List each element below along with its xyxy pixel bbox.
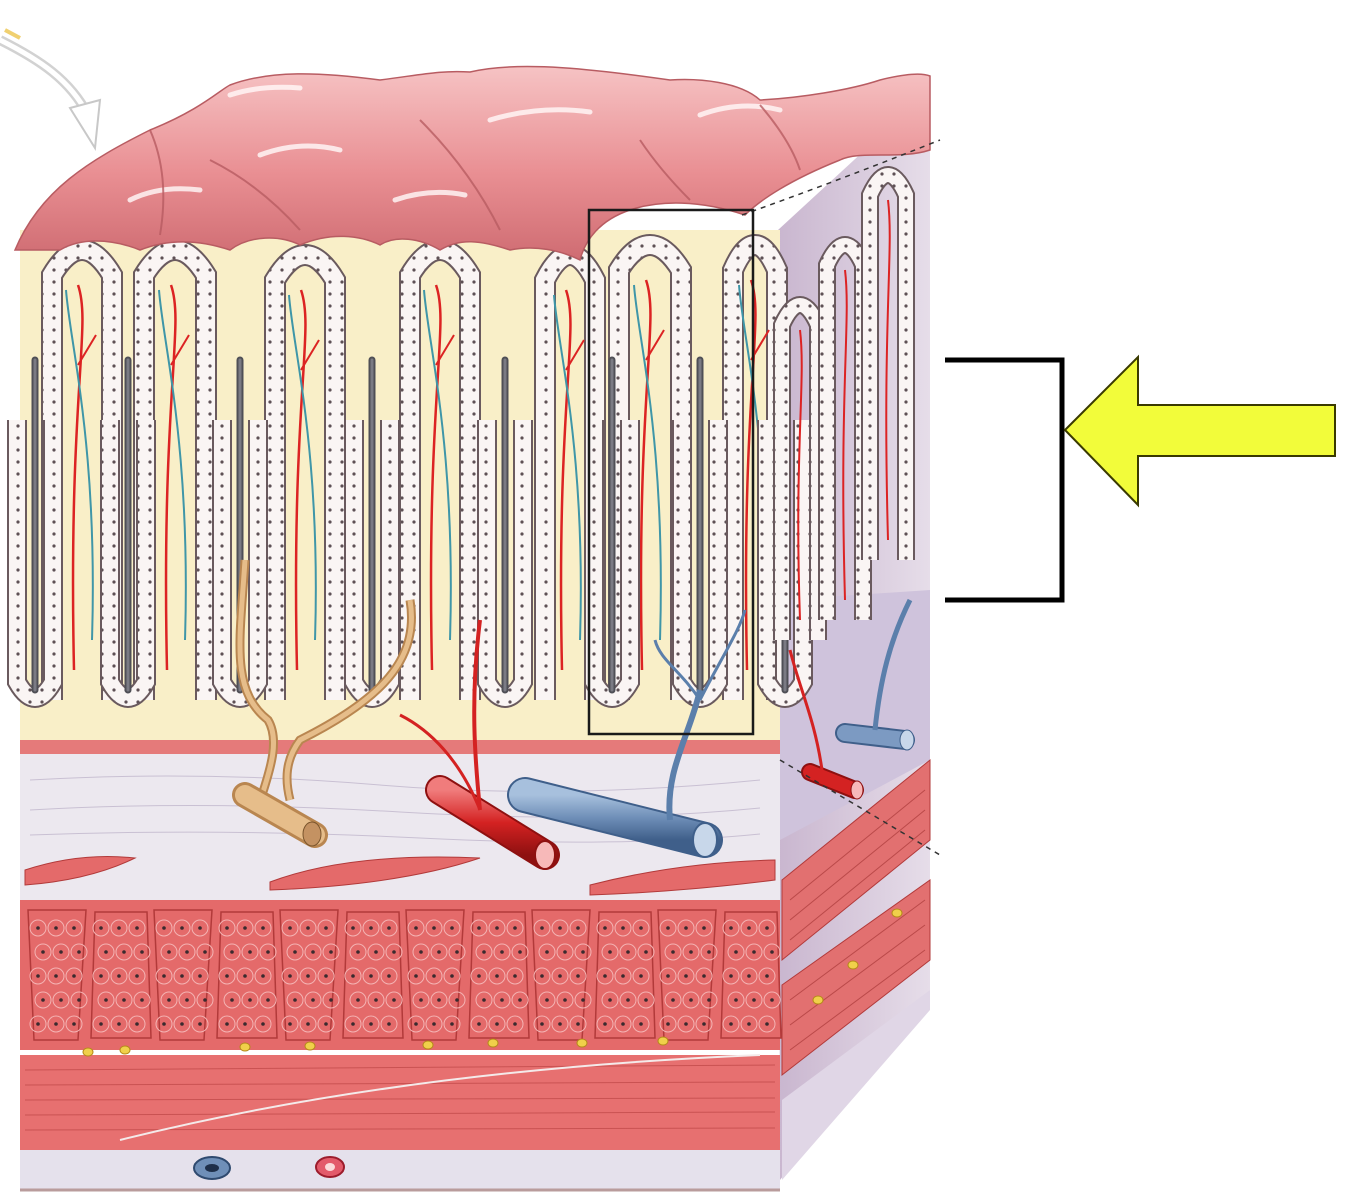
- submucosal-artery: [399, 619, 560, 870]
- side-villus: [861, 166, 915, 560]
- crypt: [6, 356, 63, 708]
- side-vessels: [779, 598, 941, 856]
- villus-highlight-box: [587, 208, 755, 736]
- muscle-cell-bundle: [531, 909, 592, 1041]
- side-face-villi: [773, 166, 915, 640]
- circular-muscle-cells: [27, 909, 782, 1041]
- submucosa-vessels: [193, 559, 941, 1180]
- muscle-cell-bundle: [153, 909, 214, 1041]
- crypt: [477, 356, 533, 708]
- muscle-cell-bundle: [720, 911, 782, 1039]
- mucosal-folds-surface: [13, 65, 941, 262]
- muscle-cell-bundle: [216, 911, 278, 1039]
- submucosal-vein: [507, 609, 747, 858]
- crypt: [212, 356, 268, 708]
- muscle-cell-bundle: [468, 911, 530, 1039]
- crypt: [100, 356, 156, 708]
- crypt: [584, 356, 640, 708]
- muscle-cell-bundle: [342, 911, 404, 1039]
- villus: [399, 239, 481, 700]
- yellow-pointer-arrow: [1063, 354, 1336, 508]
- villus: [264, 244, 346, 700]
- lymph-vessel: [232, 559, 416, 848]
- side-villus: [773, 296, 827, 640]
- villus: [133, 239, 217, 700]
- corner-curved-arrow: [0, 28, 102, 151]
- crypt-bracket: [945, 357, 1065, 603]
- intestinal-villi: [6, 234, 813, 708]
- villus: [608, 234, 692, 700]
- muscle-cell-bundle: [279, 909, 340, 1041]
- muscle-cell-bundle: [90, 911, 152, 1039]
- serosa-vessels: [193, 1156, 345, 1180]
- submucosa-muscle-strips: [24, 856, 776, 896]
- muscle-cell-bundle: [405, 909, 466, 1041]
- muscle-cell-bundle: [657, 909, 718, 1041]
- muscle-cell-bundle: [594, 911, 656, 1039]
- villus: [41, 239, 123, 700]
- myenteric-plexus-dots: [82, 908, 903, 1057]
- muscle-cell-bundle: [27, 909, 88, 1041]
